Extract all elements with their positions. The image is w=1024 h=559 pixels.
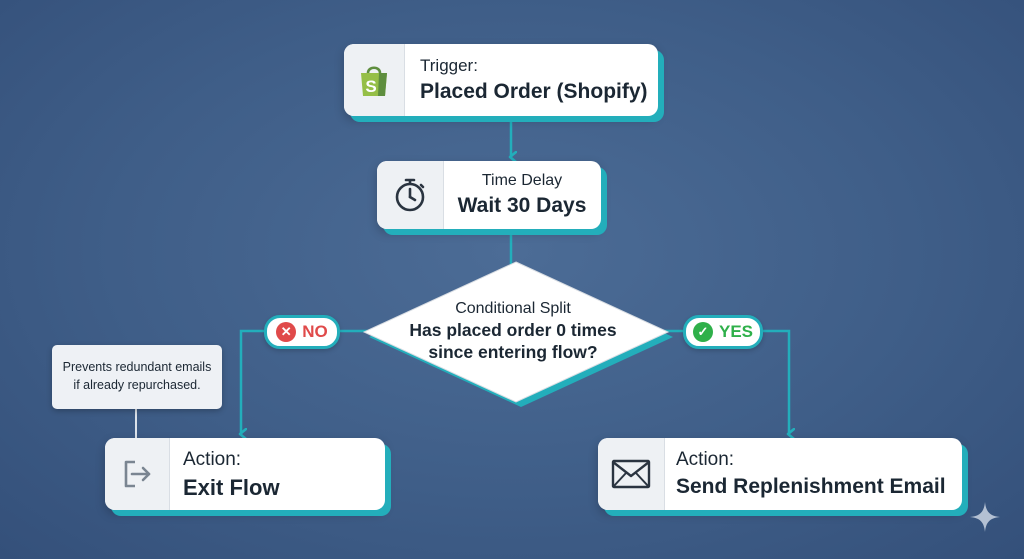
split-text: Conditional Split Has placed order 0 tim… (372, 299, 654, 364)
email-kicker: Action: (676, 449, 735, 470)
trigger-text: Trigger: Placed Order (Shopify) (420, 56, 648, 104)
exit-text: Action: Exit Flow (183, 449, 280, 500)
email-icon-box (598, 438, 665, 510)
sparkle-icon (970, 502, 1000, 532)
exit-flow-node[interactable]: Action: Exit Flow (105, 438, 385, 510)
no-branch-label: NO (302, 322, 328, 341)
check-circle-icon: ✓ (692, 322, 713, 342)
envelope-icon (611, 459, 651, 489)
shopify-bag-icon: S (361, 66, 387, 96)
exit-arrow-icon (124, 460, 151, 488)
no-branch-badge[interactable]: ✕ NO (264, 315, 340, 349)
email-text: Action: Send Replenishment Email (676, 449, 946, 499)
exit-title: Exit Flow (183, 474, 280, 500)
x-circle-icon: ✕ (276, 322, 297, 342)
trigger-icon-box: S (344, 44, 405, 116)
split-title-line1: Has placed order 0 times (409, 320, 617, 341)
yes-branch-badge[interactable]: ✓ YES (683, 315, 763, 349)
trigger-node[interactable]: S Trigger: Placed Order (Shopify) (344, 44, 658, 116)
send-email-node[interactable]: Action: Send Replenishment Email (598, 438, 962, 510)
email-title: Send Replenishment Email (676, 474, 946, 498)
note-line2: if already repurchased. (73, 377, 201, 392)
exit-icon-box (105, 438, 170, 510)
svg-text:S: S (365, 77, 376, 96)
delay-icon-box (377, 161, 444, 229)
trigger-title: Placed Order (Shopify) (420, 79, 648, 103)
yes-branch-label: YES (718, 322, 754, 341)
delay-kicker: Time Delay (481, 172, 563, 189)
split-title-line2: since entering flow? (428, 342, 598, 363)
split-title: Has placed order 0 times since entering … (372, 320, 654, 364)
stopwatch-icon (395, 178, 425, 212)
time-delay-node[interactable]: Time Delay Wait 30 Days (377, 161, 601, 229)
delay-title: Wait 30 Days (457, 193, 587, 217)
delay-text: Time Delay Wait 30 Days (443, 172, 601, 218)
annotation-note: Prevents redundant emails if already rep… (52, 345, 222, 409)
split-kicker: Conditional Split (455, 300, 571, 317)
conditional-split-node[interactable] (356, 258, 676, 414)
note-line1: Prevents redundant emails (62, 360, 212, 374)
trigger-kicker: Trigger: (420, 56, 478, 75)
exit-kicker: Action: (183, 449, 242, 470)
